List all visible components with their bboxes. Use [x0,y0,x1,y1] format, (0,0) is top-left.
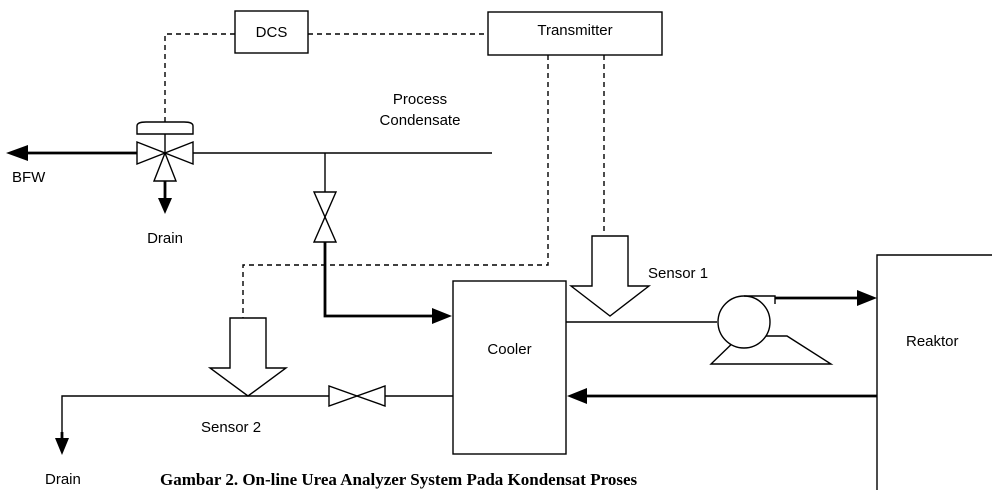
dcs-block: DCS [234,10,309,54]
valve-body-right-icon [163,140,194,166]
bfw-arrowhead-icon [6,145,28,161]
sensor2-arrow-icon [207,317,289,397]
valve-body-left-icon [136,140,167,166]
drain-top-label: Drain [147,230,183,247]
reaktor-label: Reaktor [906,333,959,350]
pump-icon [709,295,834,365]
dcs-box [234,10,309,54]
three-way-control-valve [136,121,194,182]
sensor2-label: Sensor 2 [201,419,261,436]
reaktor-outline [876,254,992,490]
drain-top-arrowhead-icon [158,198,172,214]
branch-valve-top-icon [312,191,338,219]
cooler-box [452,280,567,455]
process-label-line2: Condensate [380,112,461,129]
outlet-valve-right-icon [354,385,386,407]
transmitter-block: Transmitter [487,11,663,56]
transmitter-label: Transmitter [537,22,612,39]
drain-bottom-arrowhead-icon [55,438,69,455]
cooler-block: Cooler [452,280,567,455]
drain-outlet-line [61,395,329,432]
process-label-line1: Process [393,91,447,108]
reaktor-block: Reaktor [876,254,992,490]
drain-bottom-label: Drain [45,471,81,488]
reaktor-inlet-arrowhead-icon [857,290,877,306]
bfw-label: BFW [12,169,46,186]
sensor1-label: Sensor 1 [648,265,708,282]
signal-lines [164,33,605,318]
valve-body-bottom-icon [152,151,178,182]
branch-line-to-cooler [323,242,432,318]
cooler-label: Cooler [487,341,531,358]
cooler-inlet-arrowhead-icon [432,308,452,324]
valve-actuator-icon [136,121,194,135]
transmitter-box [487,11,663,56]
branch-gate-valve [312,191,338,243]
branch-valve-bottom-icon [312,215,338,243]
pump-casing-icon [717,295,771,349]
dcs-label: DCS [256,24,288,41]
cooler-return-arrowhead-icon [567,388,587,404]
pump-discharge-nozzle [744,295,776,304]
figure-caption: Gambar 2. On-line Urea Analyzer System P… [160,470,637,489]
signal-line-valve-to-dcs [164,33,235,122]
outlet-valve-left-icon [328,385,360,407]
signal-line-transmitter-to-sensor2 [242,55,549,318]
sensor1-arrow-icon [568,235,652,317]
outlet-gate-valve [328,385,386,407]
